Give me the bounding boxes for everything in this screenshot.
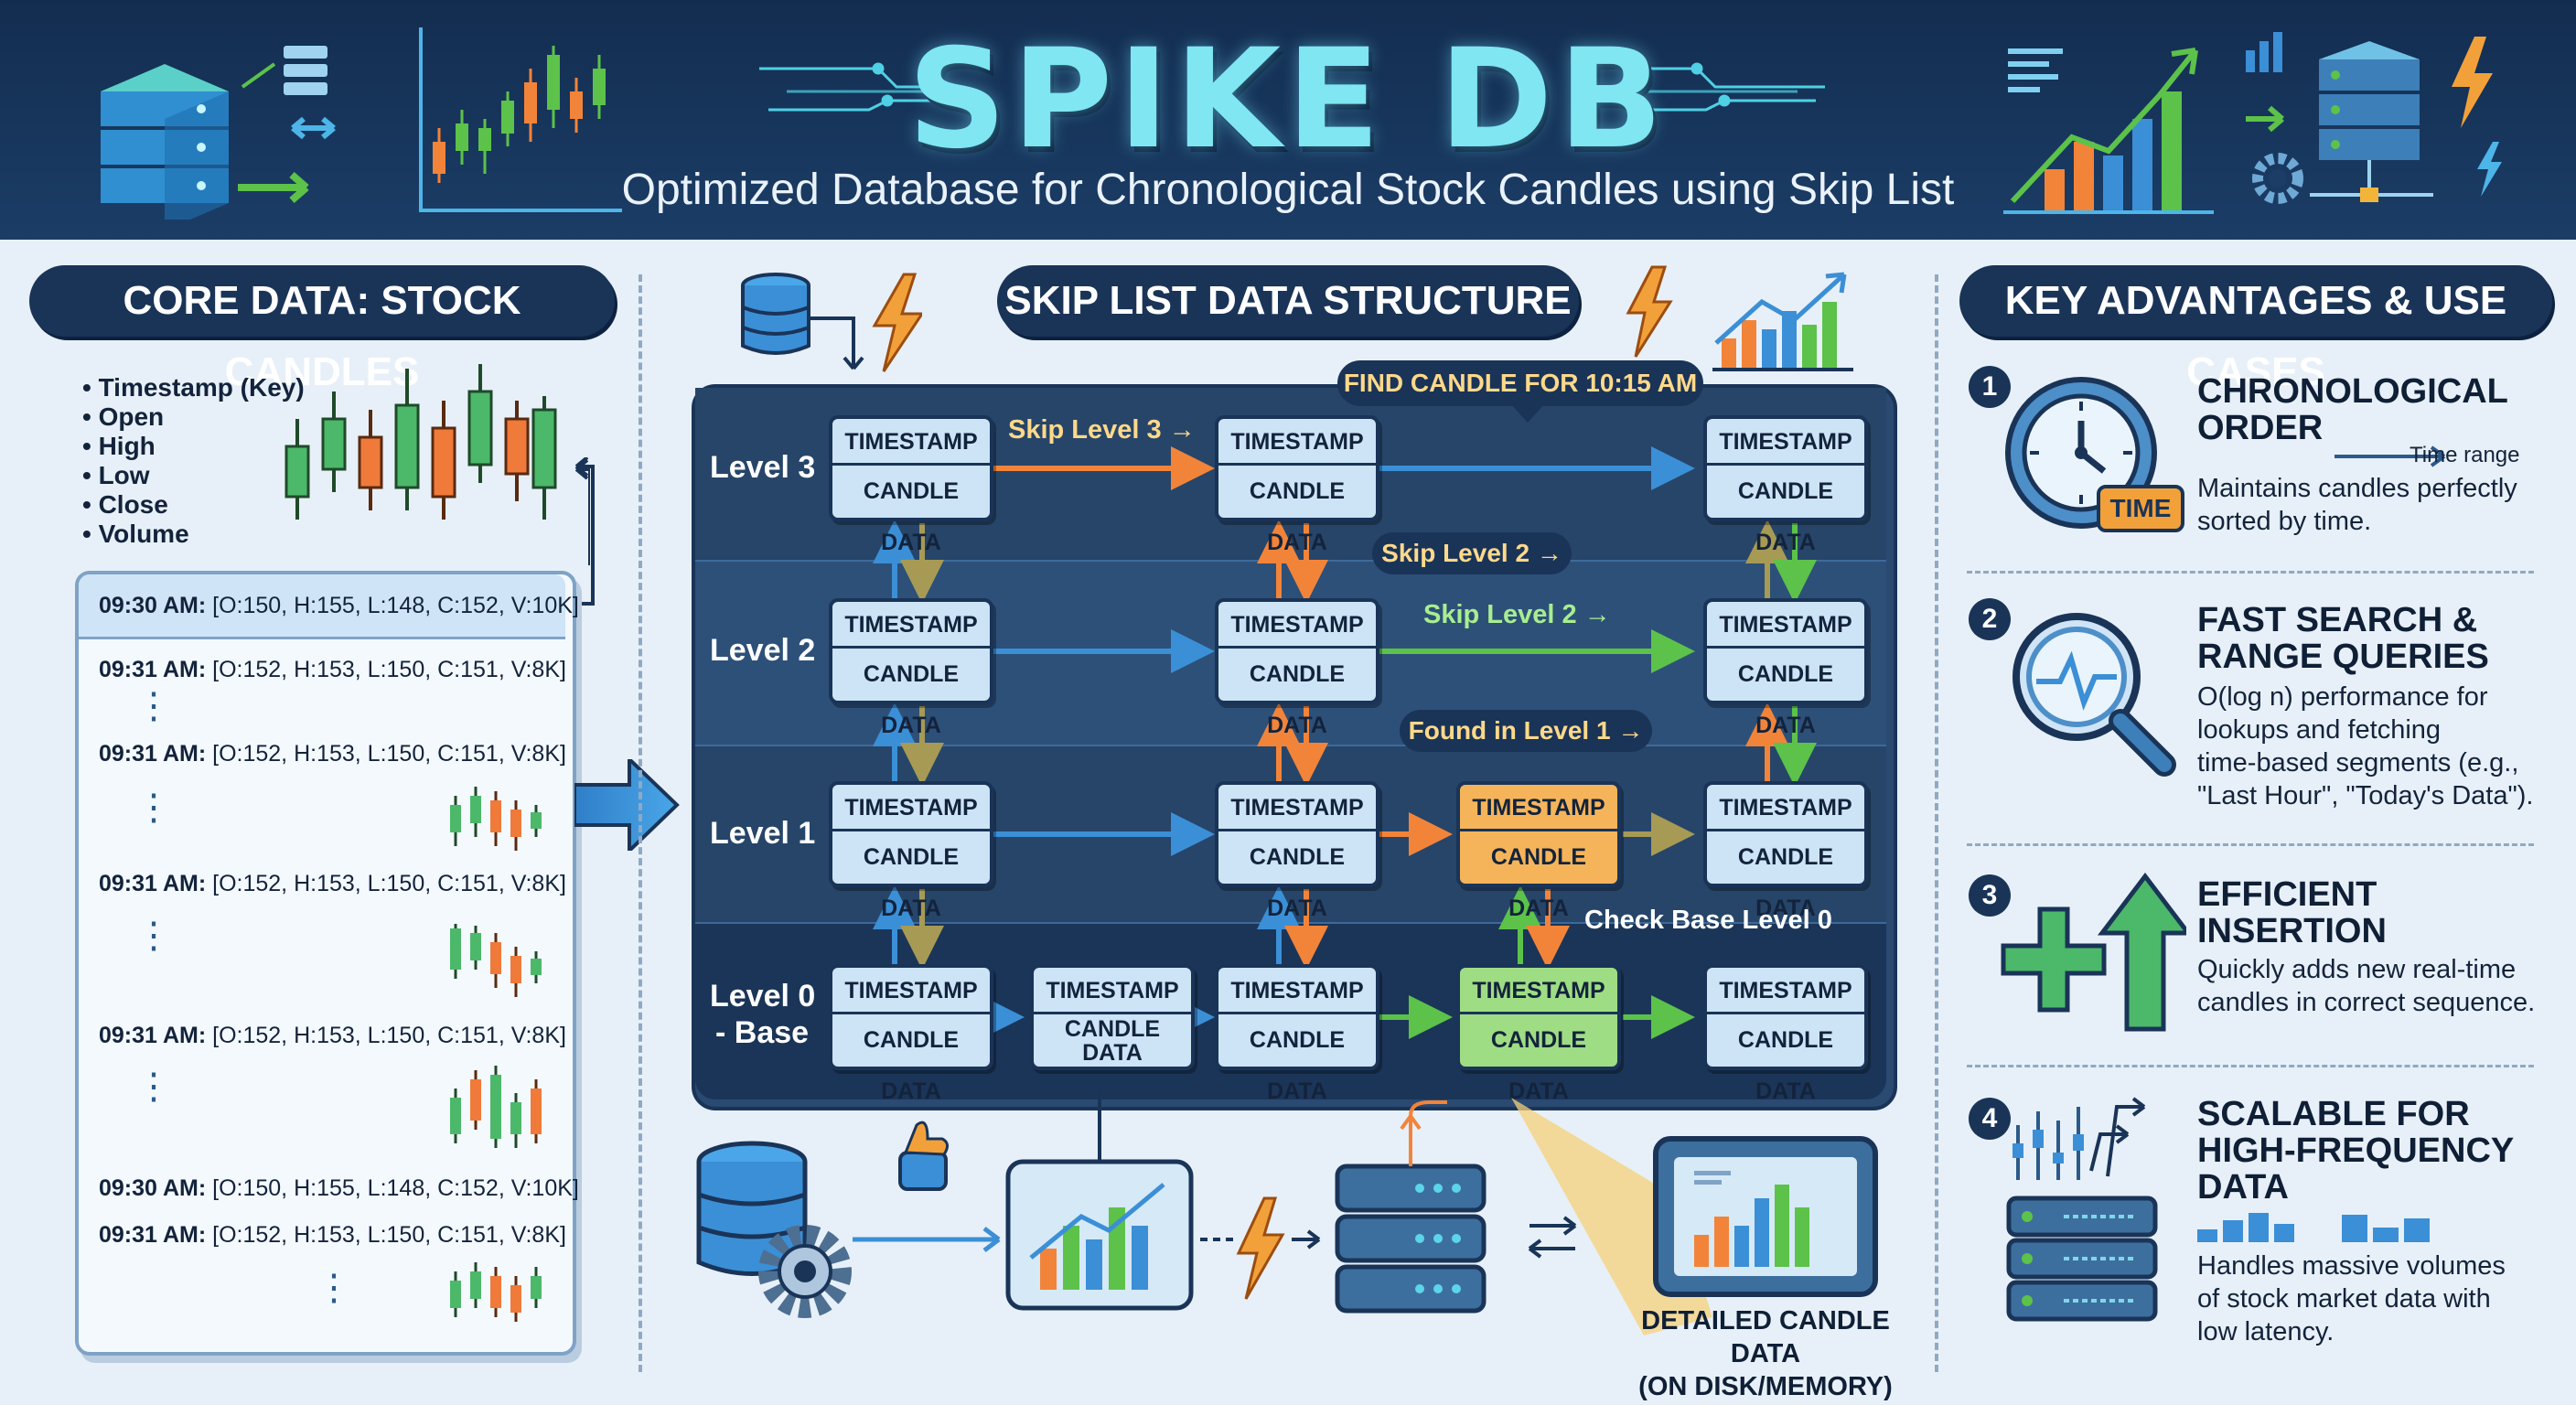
field-low: • Low (82, 461, 150, 489)
mini-candles-icon (450, 1066, 542, 1148)
lightning-chart-icon (1626, 265, 1853, 371)
ellipsis: ⋮ (135, 788, 172, 828)
candle-record[interactable]: 09:30 AM: [O:150, H:155, L:148, C:152, V… (99, 593, 579, 618)
column-divider (639, 274, 642, 1372)
candlestick-chart-icon (419, 27, 622, 212)
ellipsis: ⋮ (135, 916, 172, 956)
field-high: • High (82, 432, 156, 460)
candle-record[interactable]: 09:31 AM: [O:152, H:153, L:150, C:151, V… (99, 741, 566, 767)
advantage-number: 3 (1969, 874, 2011, 917)
candle-record[interactable]: 09:31 AM: [O:152, H:153, L:150, C:151, V… (99, 657, 566, 682)
circuit-lines-right (1642, 62, 1825, 112)
level-2-label: Level 2 (710, 633, 816, 668)
server-gear-icon (2246, 32, 2502, 204)
advantage-number: 1 (1969, 366, 2011, 408)
storage-caption: DETAILED CANDLE DATA (ON DISK/MEMORY) (1610, 1304, 1921, 1403)
volume-bars-icon (2197, 1213, 2430, 1242)
candles-illustration (284, 364, 590, 565)
skip-level-2-label: Skip Level 2 → (1423, 600, 1611, 629)
database-icon (101, 46, 336, 220)
mini-candles-icon (450, 924, 542, 997)
flow-arrow-right (574, 759, 680, 851)
query-label: FIND CANDLE FOR 10:15 AM (1337, 360, 1703, 406)
level-0-sublabel: - Base (715, 1015, 810, 1050)
candle-fields-list: • Timestamp (Key) • Open • High • Low • … (82, 373, 305, 549)
advantage-title: FAST SEARCH &RANGE QUERIES (2197, 601, 2489, 676)
field-timestamp: • Timestamp (Key) (82, 373, 305, 402)
candle-record[interactable]: 09:31 AM: [O:152, H:153, L:150, C:151, V… (99, 1023, 566, 1048)
section-divider (1967, 1065, 2534, 1067)
field-open: • Open (82, 402, 165, 431)
scalable-server-icon (2006, 1097, 2158, 1322)
growth-chart-icon (2003, 48, 2214, 214)
ellipsis: ⋮ (135, 686, 172, 726)
time-range-arrow (2334, 445, 2446, 467)
section-divider (1967, 843, 2534, 846)
time-badge: TIME (2097, 485, 2184, 532)
database-lightning-icon (741, 273, 922, 372)
query-pointer (1509, 402, 1546, 423)
ellipsis: ⋮ (135, 1067, 172, 1107)
section-divider (1967, 571, 2534, 574)
level-3-label: Level 3 (710, 450, 816, 485)
skip-level-2-tag: Skip Level 2 → (1372, 532, 1572, 574)
found-level-1-tag: Found in Level 1 → (1400, 710, 1652, 752)
level-1-label: Level 1 (710, 816, 816, 851)
skiplist-arrows (873, 446, 1817, 1039)
column-divider (1935, 274, 1938, 1372)
magnifier-icon (2012, 613, 2176, 777)
advantage-number: 2 (1969, 598, 2011, 640)
page-subtitle: Optimized Database for Chronological Sto… (621, 166, 1955, 214)
time-range-label: Time range (2410, 443, 2520, 467)
check-base-label: Check Base Level 0 (1584, 906, 1832, 935)
skiplist-heading: SKIP LIST DATA STRUCTURE (997, 265, 1579, 337)
field-close: • Close (82, 490, 168, 519)
core-data-heading: CORE DATA: STOCK CANDLES (29, 265, 615, 394)
storage-flow-illustration (696, 1089, 1878, 1335)
candle-record[interactable]: 09:31 AM: [O:152, H:153, L:150, C:151, V… (99, 871, 566, 896)
caption-line: (ON DISK/MEMORY) (1638, 1372, 1893, 1401)
candle-record-highlighted[interactable] (79, 574, 565, 639)
connector-arrow (567, 457, 595, 606)
level-0-label: Level 0 (710, 979, 816, 1014)
page-title: SPIKE DB (907, 20, 1669, 179)
caption-line: DETAILED CANDLE DATA (1641, 1306, 1890, 1368)
candle-record[interactable]: 09:31 AM: [O:152, H:153, L:150, C:151, V… (99, 1222, 566, 1248)
mini-candles-icon (450, 787, 542, 851)
field-volume: • Volume (82, 520, 189, 548)
ellipsis: ⋮ (316, 1268, 352, 1308)
candle-record[interactable]: 09:30 AM: [O:150, H:155, L:148, C:152, V… (99, 1175, 579, 1201)
circuit-lines-left (759, 62, 942, 112)
insert-plus-icon (2001, 872, 2186, 1032)
advantages-heading: KEY ADVANTAGES & USE CASES (1959, 265, 2552, 394)
advantage-number: 4 (1969, 1098, 2011, 1140)
skip-level-3-label: Skip Level 3 → (1008, 415, 1196, 445)
mini-candles-icon (450, 1262, 542, 1322)
